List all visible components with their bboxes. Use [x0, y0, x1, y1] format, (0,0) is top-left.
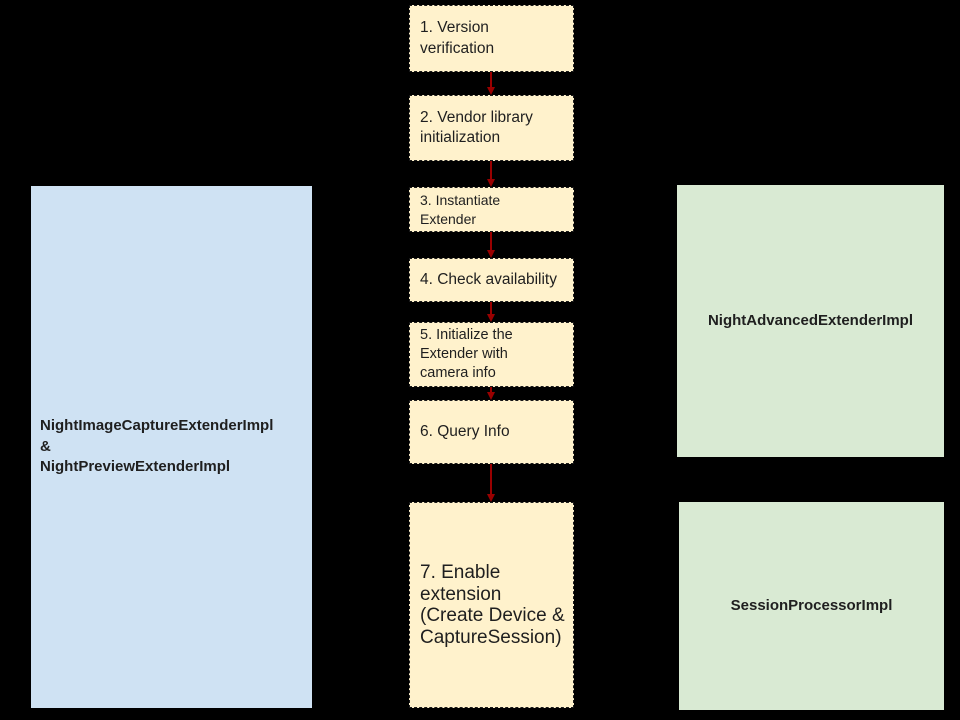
- arrow-shaft: [489, 302, 492, 314]
- arrow-step5-to-step6-icon: [486, 387, 495, 400]
- arrow-head-icon: [486, 179, 495, 187]
- arrow-head-icon: [486, 314, 495, 322]
- arrow-step1-to-step2-icon: [486, 72, 495, 95]
- arrow-step4-to-step5-icon: [486, 302, 495, 322]
- left-entity-box: NightImageCaptureExtenderImpl & NightPre…: [31, 186, 312, 708]
- arrow-head-icon: [486, 494, 495, 502]
- flow-step-7: 7. Enable extension (Create Device & Cap…: [409, 502, 574, 708]
- arrow-step2-to-step3-icon: [486, 161, 495, 187]
- flow-step-5-label: 5. Initialize the Extender with camera i…: [420, 326, 513, 382]
- flow-step-7-label: 7. Enable extension (Create Device & Cap…: [420, 562, 565, 648]
- flow-step-4-label: 4. Check availability: [420, 270, 557, 288]
- flow-step-3-label: 3. Instantiate Extender: [420, 192, 501, 227]
- arrow-head-icon: [486, 87, 495, 95]
- flow-step-1-label: 1. Version verification: [420, 19, 495, 57]
- arrow-shaft: [489, 161, 492, 179]
- arrow-step6-to-step7-icon: [486, 464, 495, 502]
- flow-step-2: 2. Vendor library initialization: [409, 95, 574, 161]
- right-entity-box-session-processor: SessionProcessorImpl: [679, 502, 944, 710]
- flow-step-5: 5. Initialize the Extender with camera i…: [409, 322, 574, 387]
- flow-step-1: 1. Version verification: [409, 5, 574, 72]
- flow-step-2-label: 2. Vendor library initialization: [420, 108, 533, 146]
- arrow-shaft: [489, 387, 492, 392]
- arrow-step3-to-step4-icon: [486, 232, 495, 258]
- right-entity-label-session-processor: SessionProcessorImpl: [730, 596, 893, 614]
- arrow-shaft: [489, 232, 492, 250]
- flow-step-6-label: 6. Query Info: [420, 422, 510, 440]
- left-entity-label: NightImageCaptureExtenderImpl & NightPre…: [40, 417, 274, 476]
- right-entity-label-advanced-extender: NightAdvancedExtenderImpl: [707, 311, 914, 329]
- arrow-shaft: [489, 72, 492, 87]
- arrow-shaft: [489, 464, 492, 494]
- arrow-head-icon: [486, 250, 495, 258]
- flow-step-3: 3. Instantiate Extender: [409, 187, 574, 232]
- right-entity-box-advanced-extender: NightAdvancedExtenderImpl: [677, 185, 944, 457]
- arrow-head-icon: [486, 392, 495, 400]
- flow-step-6: 6. Query Info: [409, 400, 574, 464]
- flow-step-4: 4. Check availability: [409, 258, 574, 302]
